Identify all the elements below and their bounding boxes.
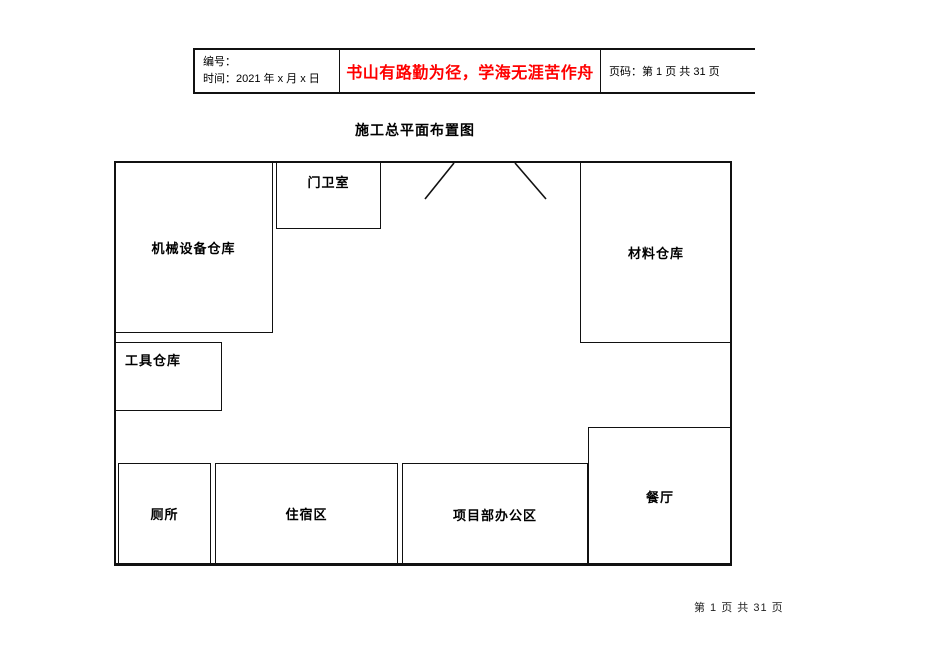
- room-label: 机械设备仓库: [151, 240, 236, 256]
- header-motto-cell: 书山有路勤为径，学海无涯苦作舟: [340, 50, 601, 92]
- room-project-office-area: 项目部办公区: [402, 463, 588, 565]
- doc-date-label: 时间：2021 年 x 月 x 日: [203, 72, 320, 85]
- footer-page-number: 第 1 页 共 31 页: [694, 602, 784, 614]
- page-title: 施工总平面布置图: [355, 122, 475, 138]
- room-label: 门卫室: [307, 175, 350, 190]
- room-label: 项目部办公区: [452, 507, 537, 523]
- room-label: 厕所: [150, 507, 179, 522]
- room-toilet: 厕所: [118, 463, 211, 564]
- header-table: 编号： 时间：2021 年 x 月 x 日 书山有路勤为径，学海无涯苦作舟 页码…: [193, 48, 755, 94]
- room-label: 材料仓库: [627, 245, 684, 261]
- header-meta-cell: 编号： 时间：2021 年 x 月 x 日: [195, 50, 340, 92]
- room-dormitory-area: 住宿区: [215, 463, 398, 564]
- room-label: 餐厅: [645, 489, 674, 505]
- room-guard-room: 门卫室: [276, 161, 381, 229]
- room-material-warehouse: 材料仓库: [580, 161, 732, 343]
- room-label: 住宿区: [285, 507, 328, 522]
- room-tool-warehouse: 工具仓库: [114, 342, 222, 411]
- page-number-label: 页码：第 1 页 共 31 页: [609, 66, 720, 78]
- room-label: 工具仓库: [125, 353, 182, 368]
- header-page-cell: 页码：第 1 页 共 31 页: [601, 50, 755, 92]
- doc-number-label: 编号：: [203, 56, 236, 68]
- motto-text: 书山有路勤为径，学海无涯苦作舟: [346, 65, 594, 82]
- room-dining-hall: 餐厅: [588, 427, 732, 565]
- room-machinery-warehouse: 机械设备仓库: [114, 161, 273, 333]
